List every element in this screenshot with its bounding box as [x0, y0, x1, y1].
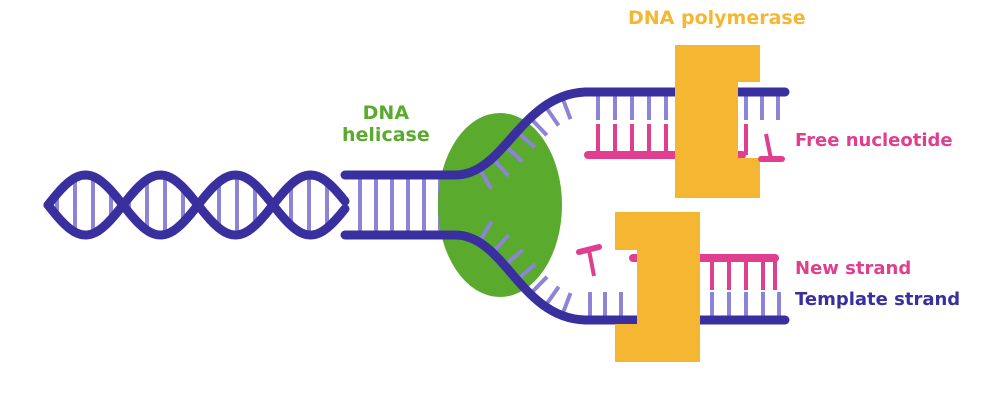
- template-strand-segment: [268, 170, 350, 210]
- template-strand-segment: [193, 200, 277, 240]
- template-strand-segment: [118, 200, 202, 240]
- free-nucleotides: [576, 133, 785, 277]
- template-strand-segment: [193, 170, 277, 210]
- dna-polymerase-top: [675, 45, 760, 198]
- polymerase-label: DNA polymerase: [628, 7, 806, 29]
- free-nucleotide-stem: [764, 133, 773, 160]
- template-strand-segment: [268, 200, 350, 240]
- template-strand-segment: [43, 170, 127, 210]
- lower-template-strand: [340, 230, 790, 325]
- template-strand-segment: [43, 200, 127, 240]
- helicase-label-line2: helicase: [342, 123, 430, 146]
- new-strand-label: New strand: [795, 258, 912, 279]
- dna-helicase-enzyme: [438, 113, 562, 297]
- fork-template-strands: [340, 87, 790, 325]
- free-nucleotide-bar: [576, 244, 602, 255]
- template-strand-segment: [118, 170, 202, 210]
- template-strand-label: Template strand: [795, 289, 961, 310]
- dna-polymerase-bottom: [615, 212, 700, 362]
- helix-base-pairs: [55, 175, 442, 235]
- helicase-label-line1: DNA: [362, 102, 410, 124]
- helix-back-strand: [43, 200, 350, 240]
- helix-front-strand: [43, 170, 350, 210]
- free-nucleotide-label: Free nucleotide: [795, 130, 953, 151]
- free-nucleotide-stem: [587, 249, 596, 277]
- helicase-label: DNA helicase: [342, 102, 430, 147]
- upper-template-strand: [340, 87, 790, 180]
